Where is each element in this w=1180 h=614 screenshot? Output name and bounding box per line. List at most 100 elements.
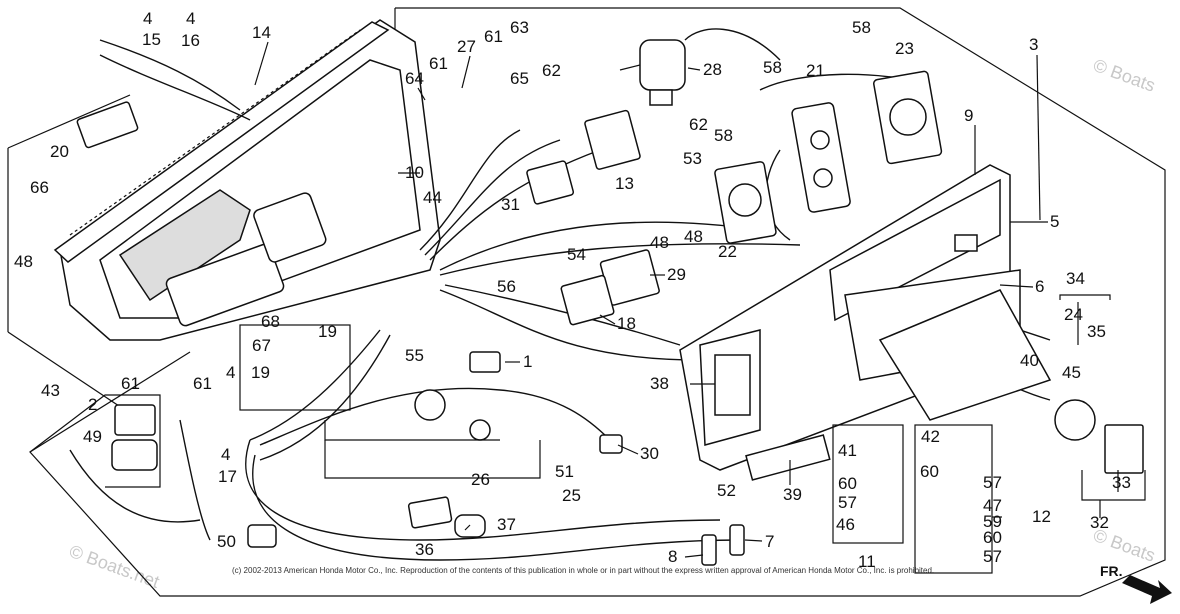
callout-48: 48 (14, 252, 33, 271)
callout-14: 14 (252, 23, 271, 42)
callout-62: 62 (689, 115, 708, 134)
callout-61: 61 (121, 374, 140, 393)
callout-57: 57 (983, 547, 1002, 566)
callout-6: 6 (1035, 277, 1044, 296)
callout-58: 58 (714, 126, 733, 145)
callout-61: 61 (484, 27, 503, 46)
callout-34: 34 (1066, 269, 1085, 288)
callout-21: 21 (806, 61, 825, 80)
sub-panel (878, 289, 1052, 421)
callout-12: 12 (1032, 507, 1051, 526)
callout-11: 11 (858, 552, 876, 571)
callout-9: 9 (964, 106, 973, 125)
callout-66: 66 (30, 178, 49, 197)
plate-39 (745, 434, 831, 481)
callout-63: 63 (510, 18, 529, 37)
hardware-group-11 (832, 424, 904, 544)
callout-67: 67 (252, 336, 271, 355)
callout-29: 29 (667, 265, 686, 284)
callout-2: 2 (88, 395, 97, 414)
callout-26: 26 (471, 470, 490, 489)
leader-lines (254, 41, 1119, 558)
terminal-1 (469, 351, 501, 373)
plug-7 (729, 524, 745, 556)
callout-17: 17 (218, 467, 237, 486)
callout-4: 4 (226, 363, 235, 382)
callout-4: 4 (143, 9, 152, 28)
callout-61: 61 (429, 54, 448, 73)
callout-45: 45 (1062, 363, 1081, 382)
callout-68: 68 (261, 312, 280, 331)
callout-48: 48 (684, 227, 703, 246)
connector-20 (76, 101, 139, 149)
fuse-group-box (239, 324, 351, 411)
callout-32: 32 (1090, 513, 1109, 532)
watermark-right: © Boats (1091, 55, 1158, 96)
callout-50: 50 (217, 532, 236, 551)
clip-30 (599, 434, 623, 454)
control-box-housing (53, 19, 441, 341)
callout-54: 54 (567, 245, 586, 264)
hardware-group-12 (914, 424, 993, 574)
callout-37: 37 (497, 515, 516, 534)
callout-61: 61 (193, 374, 212, 393)
callout-4: 4 (221, 445, 230, 464)
callout-44: 44 (423, 188, 442, 207)
callout-22: 22 (718, 242, 737, 261)
callout-42: 42 (921, 427, 940, 446)
sensor-26 (469, 419, 491, 441)
frame-33 (1104, 424, 1144, 474)
bracket-2 (114, 404, 156, 436)
assembly-outline (29, 7, 1166, 597)
callout-58: 58 (763, 58, 782, 77)
callout-16: 16 (181, 31, 200, 50)
motor-25 (414, 389, 446, 421)
callout-33: 33 (1112, 473, 1131, 492)
callout-19: 19 (318, 322, 337, 341)
callout-18: 18 (617, 314, 636, 333)
callout-1: 1 (523, 352, 532, 371)
switch-31 (526, 160, 575, 205)
watermark-left: © Boats.net (67, 541, 162, 592)
callout-38: 38 (650, 374, 669, 393)
callout-27: 27 (457, 37, 476, 56)
callout-24: 24 (1064, 305, 1083, 324)
callout-13: 13 (615, 174, 634, 193)
callout-19: 19 (251, 363, 270, 382)
callout-28: 28 (703, 60, 722, 79)
callout-57: 57 (838, 493, 857, 512)
breaker-13 (584, 109, 641, 170)
callout-20: 20 (50, 142, 69, 161)
callout-60: 60 (920, 462, 939, 481)
callout-57: 57 (983, 473, 1002, 492)
callout-65: 65 (510, 69, 529, 88)
callout-47: 47 (983, 496, 1002, 515)
meter-32 (1054, 399, 1096, 441)
front-panel (679, 164, 1021, 471)
callout-46: 46 (836, 515, 855, 534)
receptacle-21 (791, 102, 851, 213)
callout-58: 58 (852, 18, 871, 37)
front-direction-label: FR. (1100, 563, 1123, 579)
cap-50 (247, 524, 277, 548)
callout-31: 31 (501, 195, 520, 214)
callout-8: 8 (668, 547, 677, 566)
callout-4: 4 (186, 9, 195, 28)
callout-48: 48 (650, 233, 669, 252)
callout-35: 35 (1087, 322, 1106, 341)
plug-8 (701, 534, 717, 566)
callout-64: 64 (405, 69, 424, 88)
callout-5: 5 (1050, 212, 1059, 231)
callout-25: 25 (562, 486, 581, 505)
callout-40: 40 (1020, 351, 1039, 370)
callout-51: 51 (555, 462, 574, 481)
callout-23: 23 (895, 39, 914, 58)
callout-55: 55 (405, 346, 424, 365)
callout-15: 15 (142, 30, 161, 49)
receptacle-22 (714, 161, 777, 244)
callout-36: 36 (415, 540, 434, 559)
receptacle-23 (873, 70, 943, 165)
terminal-36 (407, 496, 453, 529)
callout-39: 39 (783, 485, 802, 504)
